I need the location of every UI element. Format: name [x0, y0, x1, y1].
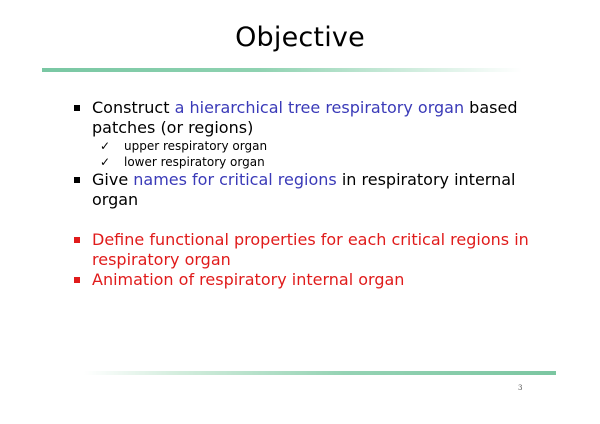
footer-rule [84, 371, 556, 375]
spacer [72, 210, 542, 230]
checkmark-icon: ✓ [100, 155, 111, 169]
bullet-text: Animation of respiratory internal organ [92, 270, 405, 289]
bullet-text: Construct [92, 98, 175, 117]
slide-title: Objective [235, 22, 365, 53]
sub-item-text: upper respiratory organ [124, 139, 268, 153]
bullet-item: Give names for critical regions in respi… [72, 170, 542, 210]
square-bullet-icon [74, 177, 80, 183]
bullet-item: Animation of respiratory internal organ [72, 270, 542, 290]
bullet-text: based patches (or regions) [92, 98, 518, 137]
sub-item-text: lower respiratory organ [124, 155, 265, 169]
bullet-item: Define functional properties for each cr… [72, 230, 542, 270]
highlight-text: a hierarchical tree respiratory organ [174, 98, 465, 117]
bullet-list: Construct a hierarchical tree respirator… [72, 98, 542, 290]
square-bullet-icon [74, 237, 80, 243]
bullet-item: Construct a hierarchical tree respirator… [72, 98, 542, 138]
square-bullet-icon [74, 105, 80, 111]
square-bullet-icon [74, 277, 80, 283]
highlight-text: names for critical regions [133, 170, 337, 189]
sub-item: ✓ upper respiratory organ [72, 138, 542, 154]
title-rule [42, 68, 522, 72]
page-number: 3 [518, 384, 523, 392]
bullet-text: in respiratory internal organ [92, 170, 516, 209]
bullet-text: Define functional properties for each cr… [92, 230, 529, 269]
bullet-text: Give [92, 170, 134, 189]
sub-item: ✓ lower respiratory organ [72, 154, 542, 170]
checkmark-icon: ✓ [100, 139, 111, 153]
